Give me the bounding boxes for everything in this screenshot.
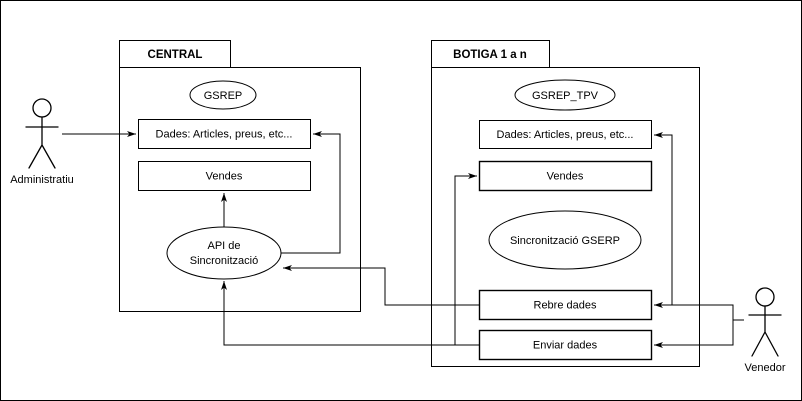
package-botiga-tab	[431, 40, 550, 68]
administratiu-body-icon	[25, 116, 59, 169]
actor-administratiu[interactable]: Administratiu	[10, 98, 74, 186]
api-sincronitzacio-label-line1: API de	[207, 240, 240, 252]
venedor-head-icon	[755, 287, 775, 307]
administratiu-head-icon	[32, 98, 52, 118]
rebre-dades-label: Rebre dades	[534, 299, 597, 311]
enviar-dades-label: Enviar dades	[533, 339, 598, 351]
venedor-body-icon	[748, 305, 782, 357]
vendes-botiga-box[interactable]	[478, 160, 653, 192]
component-dades-central[interactable]: Dades: Articles, preus, etc...	[138, 119, 311, 149]
vendes-central-label: Vendes	[206, 170, 243, 182]
gsrep-tpv-label: GSREP_TPV	[532, 90, 599, 102]
component-dades-botiga[interactable]: Dades: Articles, preus, etc...	[479, 120, 652, 149]
connector-enviar-dades-to-vendes-botiga	[454, 172, 477, 345]
vendes-botiga-label: Vendes	[547, 170, 584, 182]
gsrep-ellipse[interactable]	[189, 80, 257, 110]
sincronitzacio-gserp-ellipse[interactable]	[488, 210, 642, 270]
component-enviar-dades[interactable]: Enviar dades	[478, 329, 653, 361]
component-gsrep-tpv[interactable]: GSREP_TPV	[514, 79, 616, 111]
component-vendes-botiga[interactable]: Vendes	[478, 160, 653, 192]
component-gsrep[interactable]: GSREP	[189, 80, 257, 110]
gsrep-tpv-ellipse[interactable]	[514, 79, 616, 111]
sincronitzacio-gserp-label: Sincronització GSERP	[510, 235, 620, 247]
dades-central-box[interactable]	[138, 119, 311, 149]
venedor-label: Venedor	[745, 362, 786, 374]
component-rebre-dades[interactable]: Rebre dades	[478, 289, 653, 321]
package-botiga-title: BOTIGA 1 a n	[453, 49, 527, 61]
component-api-sincronitzacio[interactable]: API de Sincronització	[166, 226, 282, 280]
package-central-title: CENTRAL	[148, 49, 203, 61]
connector-rebre-dades-to-api	[283, 265, 479, 306]
package-central-tab	[119, 40, 231, 68]
connector-enviar-dades-to-api	[220, 281, 479, 346]
enviar-dades-box[interactable]	[478, 329, 653, 361]
component-sincronitzacio-gserp[interactable]: Sincronització GSERP	[488, 210, 642, 270]
vendes-central-box[interactable]	[138, 161, 311, 191]
connector-venedor-to-enviar-dades	[654, 319, 744, 349]
api-sincronitzacio-ellipse[interactable]	[166, 226, 282, 280]
dades-botiga-label: Dades: Articles, preus, etc...	[497, 129, 634, 141]
api-sincronitzacio-label-line2: Sincronització	[190, 255, 258, 267]
connector-api-to-dades-central	[281, 131, 341, 254]
actor-venedor[interactable]: Venedor	[745, 287, 786, 374]
dades-central-label: Dades: Articles, preus, etc...	[156, 128, 293, 140]
administratiu-label: Administratiu	[10, 174, 74, 186]
gsrep-label: GSREP	[204, 90, 243, 102]
component-vendes-central[interactable]: Vendes	[138, 161, 311, 191]
dades-botiga-box[interactable]	[479, 120, 652, 149]
rebre-dades-box[interactable]	[478, 289, 653, 321]
connector-rebre-dades-to-dades-botiga	[654, 132, 673, 305]
